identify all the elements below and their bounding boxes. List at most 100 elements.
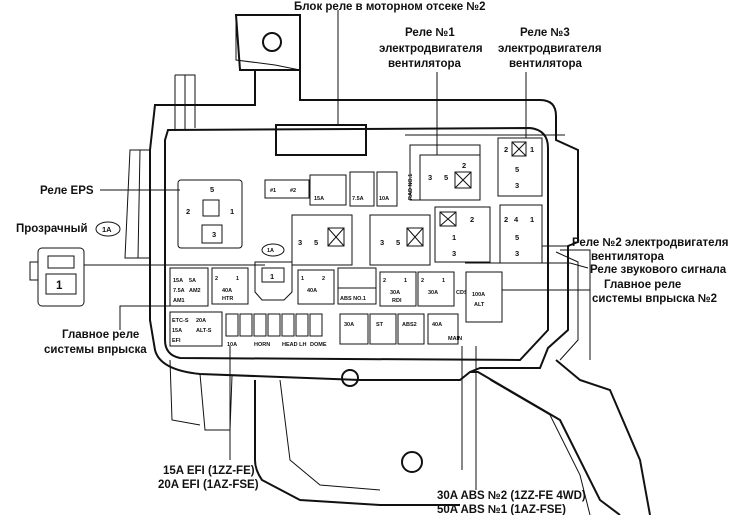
- relay-pin: 4: [514, 215, 519, 224]
- fuse-label: 1: [404, 278, 407, 284]
- transparent-label: Прозрачный: [16, 223, 88, 235]
- relay-pin: 1: [530, 145, 534, 154]
- fuse-label: 40A: [307, 288, 317, 294]
- callout-lines: [84, 10, 590, 490]
- fuse-label: 1: [301, 276, 304, 282]
- middle-fuse-row: 15A 7.5A AM1 5A AM2 2 1 40A HTR 1 2 40A …: [169, 267, 503, 323]
- relay-pin: 3: [298, 238, 302, 247]
- eps-pin-3: 3: [212, 230, 216, 239]
- fan-relay-3: 2 1 5 3: [497, 137, 543, 197]
- fuse-label: 2: [383, 278, 386, 284]
- lower-fuse-row: ETC-S 15A EFI 20A ALT-S 10A HORN HEAD LH…: [169, 311, 462, 348]
- fuse-label: 10A: [379, 196, 389, 202]
- fuse-label: 40A: [222, 288, 232, 294]
- fuse-label: 15A: [314, 196, 324, 202]
- abs-30a-label: 30A ABS №2 (1ZZ-FE 4WD): [437, 490, 586, 502]
- relay-pin: 1: [530, 215, 534, 224]
- eps-pin-5: 5: [210, 185, 214, 194]
- block-outline: [124, 14, 651, 515]
- relay-block-2-label: Блок реле в моторном отсеке №2: [294, 1, 486, 13]
- efi-main-label: Главное реле: [62, 329, 139, 341]
- fuse-label: RDI: [392, 298, 402, 304]
- top-small-fuses: #1 #2 15A 7.5A 10A RAD NO.1: [264, 171, 414, 207]
- fuse-label: CDS: [456, 290, 468, 296]
- fan-relay-3-label: Реле №3: [520, 27, 570, 39]
- inner-1a-badge: 1A: [267, 248, 274, 254]
- relay-pin: 2: [462, 161, 466, 170]
- mid-relay-left: 3 5: [291, 214, 353, 266]
- relay-pin: 5: [396, 238, 400, 247]
- fuse-label: 2: [322, 276, 325, 282]
- transparent-badge-oval: [95, 221, 121, 237]
- inner-1a-connector: 1A 1: [254, 243, 293, 301]
- fuse-label: 2: [421, 278, 424, 284]
- fuse-label: ST: [376, 322, 384, 328]
- efi-main2-label: Главное реле: [604, 279, 681, 291]
- fuse-label: 30A: [344, 322, 354, 328]
- fuse-label: EFI: [172, 338, 181, 344]
- horn-relay-label: Реле звукового сигнала: [590, 264, 727, 276]
- fan-relay-1-label-3: вентилятора: [388, 58, 462, 70]
- relay-pin: 5: [515, 165, 519, 174]
- fan-relay-1-label-2: электродвигателя: [379, 43, 483, 55]
- relay-pin: 3: [380, 238, 384, 247]
- transparent-badge: 1A: [102, 225, 112, 234]
- fuse-label: HORN: [254, 342, 270, 348]
- fan-relay-2-label: Реле №2 электродвигателя: [572, 237, 729, 249]
- relay-pin: 2: [504, 215, 508, 224]
- fuse-label: #1: [270, 188, 276, 194]
- mid-relay-right: 3 5: [369, 214, 431, 266]
- fuse-label: 30A: [428, 290, 438, 296]
- fuse-label: 40A: [432, 322, 442, 328]
- fan-relay-2-label-2: вентилятора: [591, 251, 665, 263]
- efi-15a-label: 15A EFI (1ZZ-FE): [163, 465, 255, 477]
- fuse-label: ALT: [474, 302, 485, 308]
- fan-relay-1-label: Реле №1: [405, 27, 455, 39]
- eps-relay: 5 2 1 3: [177, 179, 243, 249]
- eps-pin-1: 1: [230, 207, 234, 216]
- fan-relay-3-label-3: вентилятора: [509, 58, 583, 70]
- relay-pin: 5: [515, 233, 519, 242]
- fuse-label: 5A: [189, 278, 196, 284]
- relay-pin: 2: [504, 145, 508, 154]
- relay-pin: 3: [515, 181, 519, 190]
- efi-20a-label: 20A EFI (1AZ-FSE): [158, 479, 259, 491]
- fan-relay-1: 3 5 2: [419, 154, 481, 201]
- fuse-label: MAIN: [448, 336, 462, 342]
- fuse-label: HEAD LH: [282, 342, 306, 348]
- fuse-label: ABS NO.1: [340, 296, 366, 302]
- fuse-label: ETC-S: [172, 318, 189, 324]
- relay-pin: 5: [444, 173, 448, 182]
- eps-relay-label: Реле EPS: [40, 185, 94, 197]
- relay-pin: 3: [515, 249, 519, 258]
- fuse-label: 1: [442, 278, 445, 284]
- fuse-label: 20A: [196, 318, 206, 324]
- fuse-label: 15A: [172, 328, 182, 334]
- fuse-label: RAD NO.1: [408, 174, 414, 200]
- fan-relay-2: 2 4 1 5 3: [499, 204, 543, 264]
- fuse-label: 100A: [472, 292, 485, 298]
- abs-50a-label: 50A ABS №1 (1AZ-FSE): [437, 504, 566, 515]
- fuse-label: HTR: [222, 296, 233, 302]
- relay-pin: 3: [428, 173, 432, 182]
- fuse-label: ABS2: [402, 322, 417, 328]
- relay-pin: 1: [452, 233, 456, 242]
- fuse-label: AM2: [189, 288, 201, 294]
- fuse-label: 15A: [173, 278, 183, 284]
- fuse-label: #2: [290, 188, 296, 194]
- fuse-label: 7.5A: [352, 196, 364, 202]
- eps-pin-2: 2: [186, 207, 190, 216]
- fuse-label: ALT-S: [196, 328, 212, 334]
- fuse-label: 2: [215, 276, 218, 282]
- inner-connector-pin: 1: [270, 272, 274, 281]
- fuse-label: 10A: [227, 342, 237, 348]
- connector-pin-1: 1: [56, 280, 63, 292]
- efi-main2-relay: 2 1 3: [434, 206, 491, 263]
- fan-relay-3-label-2: электродвигателя: [498, 43, 602, 55]
- fuse-label: DOME: [310, 342, 327, 348]
- efi-main2-label-2: системы впрыска №2: [592, 293, 717, 305]
- fuse-label: 7.5A: [173, 288, 185, 294]
- relay-pin: 3: [452, 249, 456, 258]
- fuse-label: 30A: [390, 290, 400, 296]
